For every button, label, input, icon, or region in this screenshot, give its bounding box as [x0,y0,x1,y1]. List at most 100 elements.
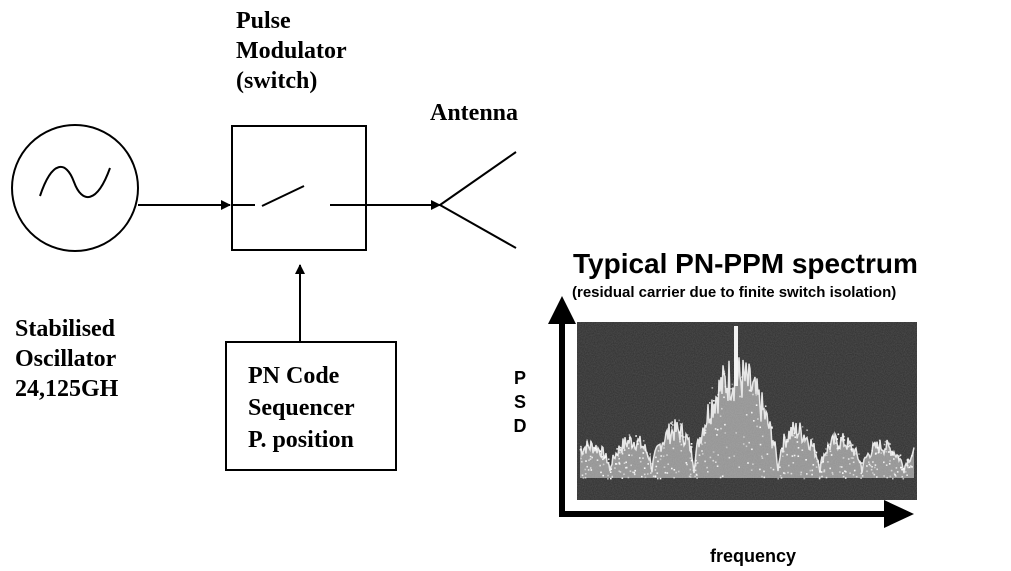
spectrum-speckle [868,461,870,463]
spectrum-speckle [783,472,785,474]
spectrum-speckle [619,446,622,449]
spectrum-speckle [772,440,774,442]
psd-letter-p: P [513,368,526,388]
spectrum-speckle [723,396,725,399]
spectrum-speckle [704,441,706,444]
spectrum-speckle [623,462,626,464]
spectrum-speckle [678,419,680,422]
spectrum-speckle [751,448,753,451]
spectrum-speckle [818,464,820,466]
spectrum-speckle [852,457,854,459]
spectrum-speckle [646,451,648,454]
spectrum-trace [579,357,915,480]
spectrum-speckle [723,370,726,373]
spectrum-speckle [610,477,612,480]
spectrum-speckle [841,466,843,468]
spectrum-speckle [694,469,697,472]
spectrum-speckle [786,440,788,443]
spectrum-speckle [632,471,634,474]
spectrum-speckle [893,458,895,460]
spectrum-speckle [844,470,846,472]
spectrum-speckle [723,372,726,375]
spectrum-speckle [625,466,627,469]
spectrum-speckle [900,466,903,469]
spectrum-speckle [757,418,759,420]
spectrum-speckle [634,469,636,472]
spectrum-speckle [829,467,831,470]
spectrum-speckle [755,394,758,396]
spectrum-speckle [680,450,683,452]
spectrum-speckle [800,473,802,476]
spectrum-speckle [678,431,680,434]
spectrum-speckle [637,442,639,445]
spectrum-speckle [888,451,890,453]
spectrum-speckle [652,475,655,478]
spectrum-speckle [892,451,894,454]
spectrum-speckle [831,471,834,474]
spectrum-speckle [693,466,696,468]
spectrum-speckle [763,470,765,473]
spectrum-speckle [654,475,657,477]
spectrum-speckle [871,450,873,452]
spectrum-speckle [895,475,897,477]
spectrum-speckle [730,388,733,390]
spectrum-speckle [774,443,776,445]
spectrum-speckle [836,447,839,450]
spectrum-speckle [603,456,605,459]
spectrum-speckle [793,454,796,457]
spectrum-speckle [689,473,692,476]
spectrum-speckle [582,477,585,479]
spectrum-speckle [662,455,665,457]
spectrum-speckle [709,402,711,404]
spectrum-speckle [716,465,719,467]
spectrum-speckle [650,472,652,474]
spectrum-speckle [672,447,675,450]
spectrum-speckle [611,475,613,478]
spectrum-speckle [584,468,587,471]
spectrum-speckle [772,441,775,444]
spectrum-speckle [712,459,715,462]
spectrum-speckle [621,452,624,455]
spectrum-speckle [806,429,808,431]
spectrum-speckle [847,445,850,448]
spectrum-speckle [666,472,669,474]
spectrum-speckle [673,469,676,471]
spectrum-speckle [771,426,773,428]
spectrum-subtitle: (residual carrier due to finite switch i… [572,284,897,301]
spectrum-speckle [811,438,814,440]
spectrum-speckle [876,468,878,471]
spectrum-speckle [849,444,851,447]
spectrum-speckle [861,462,863,464]
spectrum-speckle [644,449,647,451]
spectrum-speckle [628,436,631,439]
spectrum-speckle [623,449,626,451]
spectrum-speckle [851,444,854,446]
spectrum-speckle [647,455,649,457]
spectrum-speckle [688,475,691,478]
spectrum-speckle [854,448,857,450]
spectrum-speckle [895,467,898,469]
spectrum-speckle [786,453,788,456]
spectrum-speckle [580,457,582,460]
spectrum-speckle [825,448,827,450]
spectrum-speckle [884,440,887,443]
spectrum-speckle [608,461,610,464]
spectrum-speckle [716,434,718,436]
spectrum-speckle [681,435,683,437]
spectrum-speckle [717,393,719,396]
spectrum-speckle [724,432,727,434]
spectrum-speckle [814,450,816,452]
spectrum-speckle [766,453,769,455]
spectrum-speckle [811,469,814,472]
spectrum-speckle [837,433,840,436]
spectrum-speckle [690,459,693,462]
spectrum-speckle [637,443,639,445]
spectrum-speckle [902,477,905,480]
spectrum-speckle [822,461,824,463]
spectrum-speckle [628,454,630,456]
spectrum-speckle [589,455,592,458]
spectrum-speckle [580,448,583,451]
spectrum-speckle [906,474,908,476]
spectrum-speckle [618,470,620,472]
